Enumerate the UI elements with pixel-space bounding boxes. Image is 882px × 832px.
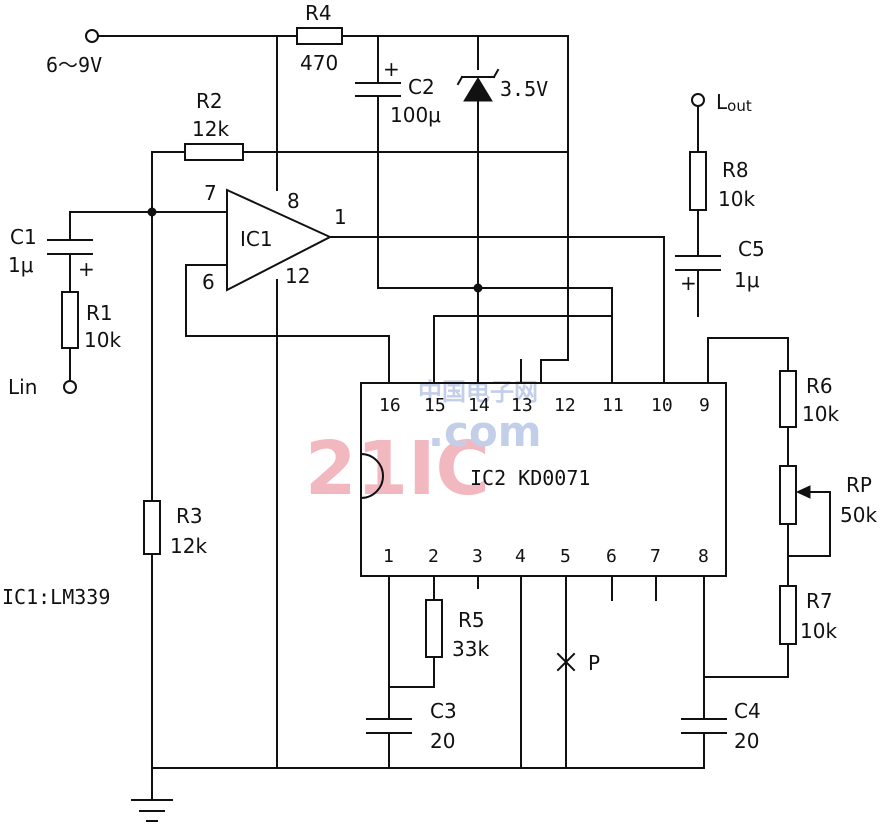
r4-ref: R4 (305, 1, 332, 25)
ic1-comparator: IC1 7 8 1 6 12 (202, 181, 347, 294)
c5-plus: + (680, 271, 697, 295)
ic1-pin7: 7 (204, 181, 217, 205)
zener-value: 3.5V (500, 77, 548, 101)
r4-value: 470 (300, 51, 338, 75)
ic1-part-note: IC1:LM339 (2, 585, 110, 609)
lin-label: Lin (8, 375, 37, 399)
ic2-pin-label: 9 (699, 395, 710, 416)
r8-ref: R8 (722, 158, 749, 182)
ic2-bottom-pins: 1 2 3 4 5 6 7 8 (383, 546, 709, 567)
junction-dot (473, 283, 483, 293)
watermark: 21IC .com 中国电子网 (305, 378, 541, 512)
c3-value: 20 (430, 729, 455, 753)
lout-label: Lout (716, 90, 752, 115)
c4-ref: C4 (734, 699, 761, 723)
capacitor-c4: C4 20 (681, 699, 761, 753)
watermark-brand: 21IC (305, 426, 490, 512)
supply-label: 6～9V (46, 53, 102, 77)
test-point-label: P (588, 651, 600, 675)
capacitor-c5: + C5 1μ (675, 237, 765, 295)
ic2-pin-label: 4 (515, 546, 526, 567)
r1-ref: R1 (86, 301, 113, 325)
ic2-notch (360, 453, 384, 499)
ic2-pin-label: 7 (650, 546, 661, 567)
c2-value: 100μ (390, 103, 441, 127)
r8-value: 10k (718, 187, 755, 211)
ic1-ref: IC1 (240, 227, 273, 251)
r5-value: 33k (452, 637, 489, 661)
resistor-r7: R7 10k (779, 585, 837, 645)
ic2-pin-label: 13 (511, 395, 533, 416)
rp-value: 50k (840, 503, 877, 527)
rp-ref: RP (846, 473, 872, 497)
c1-ref: C1 (10, 225, 37, 249)
r3-value: 12k (170, 534, 207, 558)
lin-terminal (63, 380, 77, 394)
c5-value: 1μ (734, 268, 760, 292)
ic2-pin-label: 16 (379, 395, 401, 416)
r2-ref: R2 (196, 89, 223, 113)
ic2-pin-label: 15 (424, 395, 446, 416)
ic2-pin-label: 6 (606, 546, 617, 567)
ground-symbol (131, 799, 173, 822)
ic1-pin6: 6 (202, 270, 215, 294)
test-point-p: P (556, 651, 600, 675)
ic2-pin-label: 1 (383, 546, 394, 567)
ic2-pin-label: 3 (472, 546, 483, 567)
c2-plus: + (383, 57, 400, 81)
ic2-pin-label: 8 (698, 546, 709, 567)
ic1-pin8: 8 (287, 189, 300, 213)
ic2-pin-label: 14 (468, 395, 490, 416)
r5-ref: R5 (458, 608, 485, 632)
r6-value: 10k (802, 402, 839, 426)
resistor-r3: R3 12k (143, 500, 207, 558)
ic2-label: IC2 KD0071 (470, 466, 590, 490)
r7-ref: R7 (806, 589, 833, 613)
resistor-r6: R6 10k (779, 370, 839, 428)
r7-value: 10k (800, 619, 837, 643)
capacitor-c3: C3 20 (366, 699, 457, 753)
capacitor-c1: + C1 1μ (8, 225, 95, 281)
resistor-r5: R5 33k (425, 599, 489, 661)
c1-value: 1μ (8, 253, 34, 277)
r1-value: 10k (84, 328, 121, 352)
ic2-pin-label: 5 (560, 546, 571, 567)
ic1-pin12: 12 (285, 264, 310, 288)
wires (69, 35, 831, 801)
ic1-pin1: 1 (334, 205, 347, 229)
junction-dot (147, 207, 157, 217)
c1-plus: + (78, 257, 95, 281)
ic2-pin-label: 10 (651, 395, 673, 416)
potentiometer-rp: RP 50k (779, 465, 877, 527)
r2-value: 12k (192, 117, 229, 141)
c2-ref: C2 (408, 75, 435, 99)
r3-ref: R3 (176, 504, 203, 528)
resistor-r8: R8 10k (689, 151, 755, 211)
ic2-chip: IC2 KD0071 16 15 14 13 12 11 10 9 1 2 3 … (360, 382, 727, 577)
lout-terminal (691, 93, 705, 107)
watermark-domain: .com (428, 407, 541, 456)
c4-value: 20 (734, 729, 759, 753)
r6-ref: R6 (806, 374, 833, 398)
ic2-top-pins: 16 15 14 13 12 11 10 9 (379, 395, 710, 416)
ic2-pin-label: 2 (428, 546, 439, 567)
zener-diode: 3.5V (456, 68, 548, 102)
ic2-pin-label: 12 (554, 395, 576, 416)
c3-ref: C3 (430, 699, 457, 723)
junctions (147, 207, 483, 293)
capacitor-c2: + C2 100μ (355, 57, 441, 127)
resistor-r2: R2 12k (184, 89, 244, 161)
supply-terminal (85, 29, 99, 43)
c5-ref: C5 (738, 237, 765, 261)
resistor-r1: R1 10k (61, 291, 121, 352)
resistor-r4: R4 470 (296, 1, 343, 75)
ic2-pin-label: 11 (602, 395, 624, 416)
